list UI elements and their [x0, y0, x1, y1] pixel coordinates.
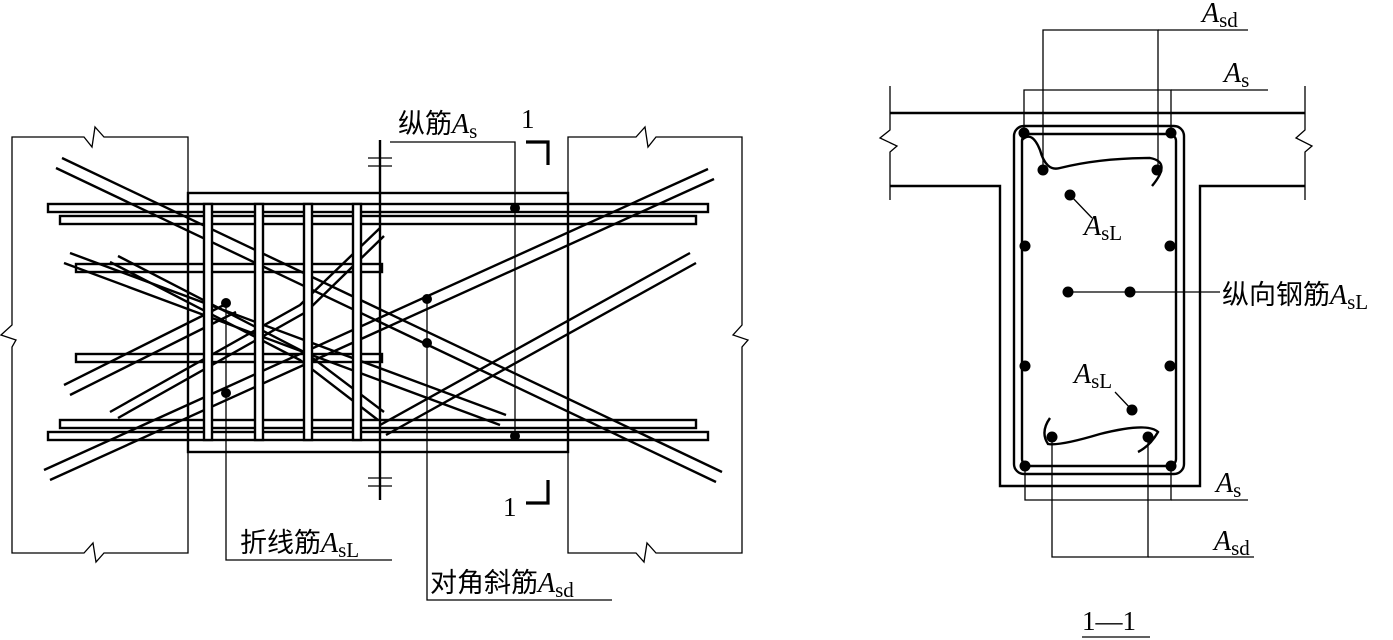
section-rebar-dots: [1018, 127, 1177, 472]
section-title: 1—1: [1082, 606, 1136, 636]
longitudinal-bar-label: 纵筋As: [398, 109, 477, 143]
stirrups: [202, 202, 363, 442]
elevation-view: 纵筋As 折线筋AsL 对角斜筋Asd 1 1: [0, 104, 750, 602]
slab-beam-outline-lower: [890, 184, 1305, 488]
bent-bar-label: 折线筋AsL: [240, 528, 359, 562]
stirrup-outer: [1012, 124, 1186, 476]
middle-longitudinal-label: 纵向钢筋AsL: [1222, 280, 1368, 314]
tie-bar-bottom: [1043, 417, 1160, 454]
longitudinal-bars-as: [46, 202, 710, 442]
stirrup-inner: [1020, 132, 1178, 468]
asl-upper-label: AsL: [1082, 211, 1122, 245]
asl-lower-label: AsL: [1072, 359, 1112, 393]
left-wall-pier-outline: [0, 125, 189, 564]
right-wall-pier-outline: [567, 125, 750, 564]
diagonal-bar-label: 对角斜筋Asd: [430, 568, 574, 602]
asd-bottom-label: Asd: [1212, 526, 1250, 560]
leader-lines-right: [1023, 29, 1268, 638]
section-mark-top: 1: [521, 104, 535, 134]
diagonal-bars-asd: [43, 156, 723, 484]
slab-break-right: [1294, 86, 1314, 200]
asd-top-label: Asd: [1200, 0, 1238, 32]
as-bottom-label: As: [1214, 468, 1241, 502]
section-view: Asd As AsL 纵向钢筋AsL AsL As Asd 1—1: [878, 0, 1368, 638]
section-mark-bottom: 1: [503, 492, 517, 522]
as-top-label: As: [1222, 58, 1249, 92]
section-cut-line: [368, 140, 550, 505]
slab-break-left: [878, 86, 899, 200]
leader-lines-left: [225, 141, 612, 601]
